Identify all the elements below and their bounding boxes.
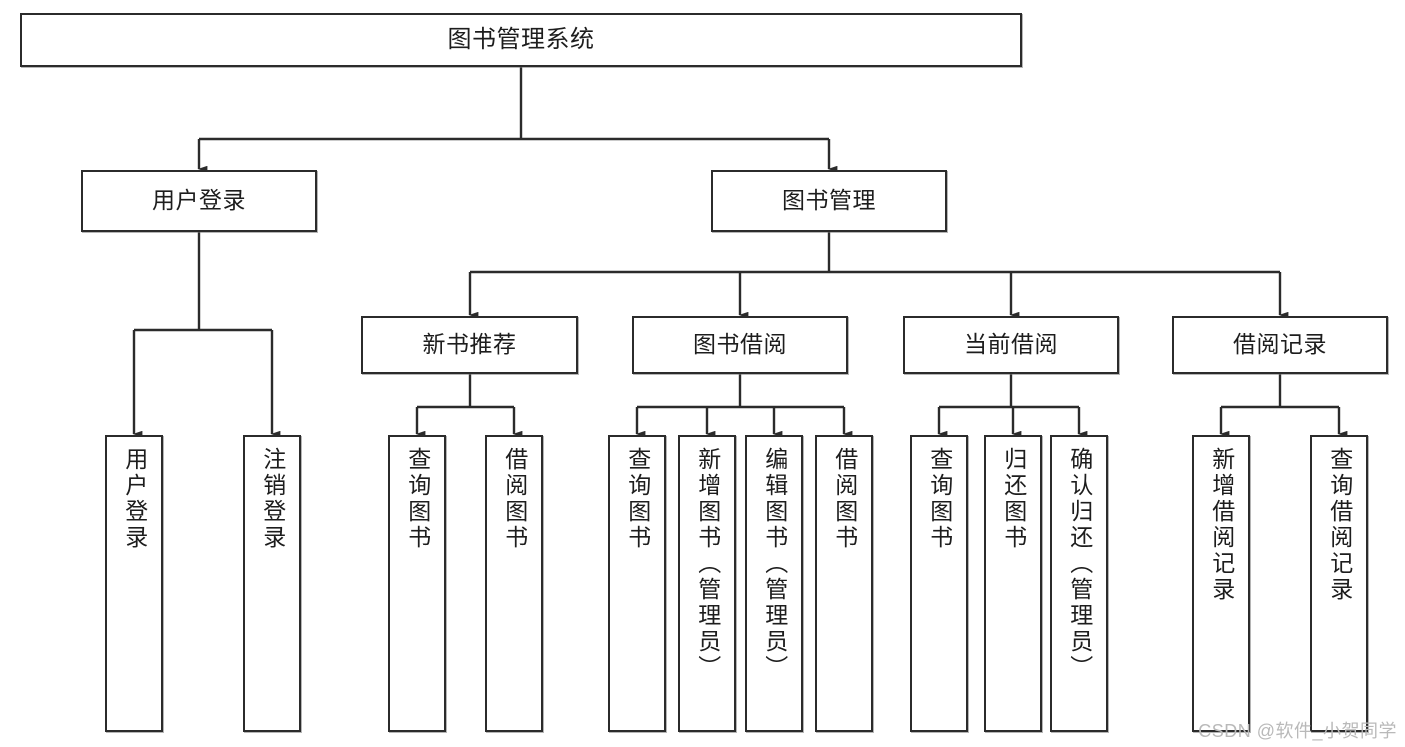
- node-label: 新增借阅记录: [1208, 447, 1235, 603]
- node-leaf_query_2[interactable]: 查询图书: [608, 435, 666, 732]
- node-leaf_login[interactable]: 用户登录: [105, 435, 163, 732]
- node-leaf_confirm[interactable]: 确认归还（管理员）: [1050, 435, 1108, 732]
- node-label: 查询图书: [926, 447, 953, 551]
- node-new_book_rec[interactable]: 新书推荐: [361, 316, 578, 374]
- node-leaf_query_record[interactable]: 查询借阅记录: [1310, 435, 1368, 732]
- node-label: 借阅图书: [831, 447, 858, 551]
- node-label: 注销登录: [259, 447, 286, 551]
- node-label: 新增图书（管理员）: [694, 447, 721, 681]
- edge-group: [132, 67, 1348, 438]
- node-label: 用户登录: [152, 187, 246, 214]
- node-label: 新书推荐: [422, 331, 517, 358]
- node-label: 确认归还（管理员）: [1066, 447, 1093, 681]
- node-leaf_edit_book[interactable]: 编辑图书（管理员）: [745, 435, 803, 732]
- node-current_loan[interactable]: 当前借阅: [903, 316, 1119, 374]
- node-leaf_logout[interactable]: 注销登录: [243, 435, 301, 732]
- node-label: 用户登录: [121, 447, 148, 551]
- node-book_borrow[interactable]: 图书借阅: [632, 316, 848, 374]
- node-label: 归还图书: [1000, 447, 1027, 551]
- node-leaf_add_book[interactable]: 新增图书（管理员）: [678, 435, 736, 732]
- node-leaf_return[interactable]: 归还图书: [984, 435, 1042, 732]
- node-leaf_add_record[interactable]: 新增借阅记录: [1192, 435, 1250, 732]
- node-book_mgmt[interactable]: 图书管理: [711, 170, 947, 232]
- node-label: 借阅图书: [501, 447, 528, 551]
- node-root[interactable]: 图书管理系统: [20, 13, 1022, 67]
- node-label: 图书借阅: [693, 331, 787, 358]
- node-loan_records[interactable]: 借阅记录: [1172, 316, 1388, 374]
- node-user_login[interactable]: 用户登录: [81, 170, 317, 232]
- node-label: 当前借阅: [964, 331, 1058, 358]
- node-label: 借阅记录: [1233, 331, 1327, 358]
- node-label: 图书管理系统: [447, 25, 595, 53]
- node-leaf_query_3[interactable]: 查询图书: [910, 435, 968, 732]
- node-leaf_query_1[interactable]: 查询图书: [388, 435, 446, 732]
- node-leaf_borrow_2[interactable]: 借阅图书: [815, 435, 873, 732]
- node-label: 查询借阅记录: [1326, 447, 1353, 603]
- node-label: 查询图书: [404, 447, 431, 551]
- node-leaf_borrow_1[interactable]: 借阅图书: [485, 435, 543, 732]
- node-label: 编辑图书（管理员）: [761, 447, 788, 681]
- node-label: 查询图书: [624, 447, 651, 551]
- node-label: 图书管理: [782, 187, 876, 214]
- watermark-text: CSDN @软件_小贺同学: [1198, 721, 1397, 741]
